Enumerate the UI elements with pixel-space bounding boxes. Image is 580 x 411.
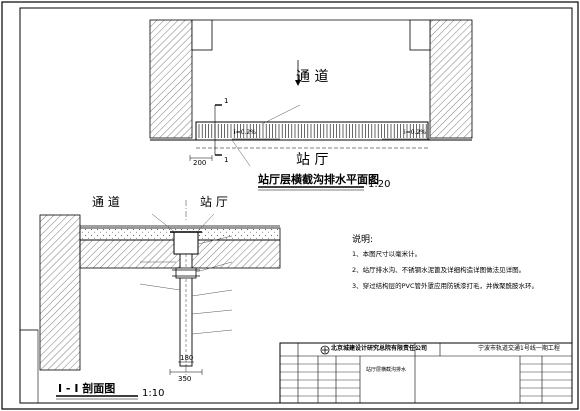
note-item-3: 3、穿过结构层的PVC管外罩应用防锈漆打毛，并做聚酰胺水环。: [352, 282, 539, 290]
section-zone-left: 通 道: [92, 195, 120, 209]
plan-dim-200: 200: [193, 159, 207, 167]
section-dim-350: 350: [178, 375, 192, 383]
plan-slope-left: i=0.2%: [234, 129, 256, 136]
title-block-project: 宁波市轨道交通1号线一期工程: [478, 345, 560, 352]
plan-section-mark-top: 1: [224, 97, 229, 105]
plan-right-column: [409, 19, 431, 51]
title-block: [279, 342, 573, 404]
pipe-sleeve: [175, 267, 197, 279]
section-dim-180: 180: [180, 354, 194, 362]
section-scale: 1:10: [142, 388, 165, 399]
plan-right-wall: [429, 19, 473, 139]
trench-grate: [198, 124, 427, 138]
section-zone-right: 站 厅: [200, 195, 228, 209]
plan-title: 站厅层横截沟排水平面图: [258, 173, 379, 186]
plan-left-column: [191, 19, 213, 51]
title-block-drawing-line1: 站厅层横截沟排水: [366, 367, 407, 373]
note-item-2: 2、站厅排水沟、不锈钢水泥篦及详细构造详图做法见详图。: [352, 266, 526, 274]
section-title: I - I 剖面图: [58, 382, 116, 395]
note-item-1: 1、本图尺寸以毫米计。: [352, 250, 422, 258]
plan-section-mark-bottom: 1: [224, 156, 229, 164]
plan-left-wall: [149, 19, 193, 139]
title-block-company: 北京城建设计研究总院有限责任公司: [331, 345, 428, 352]
company-logo: [320, 345, 330, 355]
plan-zone-top: 通 道: [296, 69, 329, 85]
plan-scale: 1:20: [368, 179, 391, 190]
section-trench: [173, 231, 199, 255]
notes-heading: 说明:: [352, 235, 374, 245]
plan-slope-right: i=0.2%: [404, 129, 426, 136]
binding-strip: [19, 329, 39, 404]
section-view: [39, 200, 281, 400]
plan-view: [149, 19, 473, 191]
plan-zone-bottom: 站 厅: [296, 152, 329, 168]
section-left-wall: [39, 214, 81, 371]
